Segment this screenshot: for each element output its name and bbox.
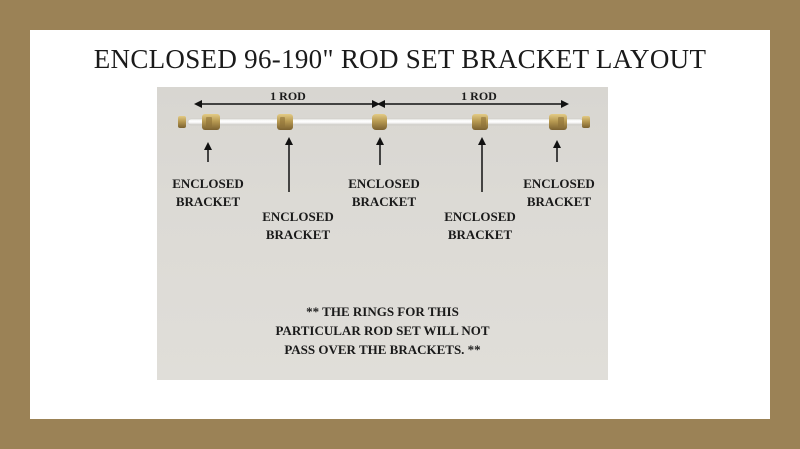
bracket-3-label: ENCLOSED BRACKET (348, 176, 420, 209)
diagram-panel (157, 87, 608, 380)
rod-1-label: 1 ROD (270, 89, 306, 103)
bracket-1-label: ENCLOSED BRACKET (172, 176, 244, 209)
rings-note: ** THE RINGS FOR THIS PARTICULAR ROD SET… (275, 304, 490, 357)
bracket-3-icon (372, 114, 387, 130)
bracket-5-icon (549, 114, 567, 130)
rod-2-label: 1 ROD (461, 89, 497, 103)
bracket-2-label: ENCLOSED BRACKET (262, 209, 334, 242)
left-finial (178, 116, 186, 128)
bracket-1-icon (202, 114, 220, 130)
bracket-4-icon (472, 114, 488, 130)
bracket-4-label: ENCLOSED BRACKET (444, 209, 516, 242)
right-finial (582, 116, 590, 128)
bracket-2-icon (277, 114, 293, 130)
page-title: ENCLOSED 96-190" ROD SET BRACKET LAYOUT (93, 44, 707, 74)
bracket-5-label: ENCLOSED BRACKET (523, 176, 595, 209)
